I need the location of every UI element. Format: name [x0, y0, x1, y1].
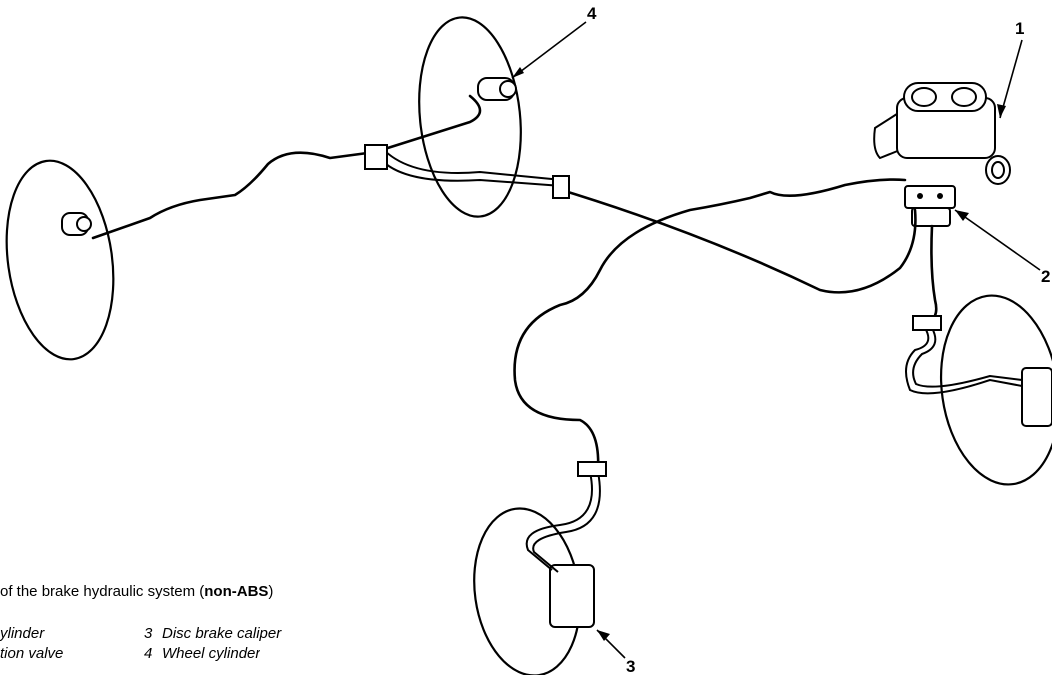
- front-left-wheel: [473, 507, 595, 675]
- legend-right-2-text: Wheel cylinder: [162, 645, 261, 662]
- front-left-hose-bracket: [577, 461, 607, 477]
- legend-left-1-text: ylinder: [0, 625, 45, 642]
- legend-right-1: 3 Disc brake caliper: [144, 625, 281, 642]
- front-left-brake-line: [513, 178, 907, 472]
- front-right-brake-line: [923, 224, 938, 324]
- rear-hose-bracket: [552, 175, 570, 199]
- rear-brake-line: [91, 94, 917, 294]
- rear-tee-block: [364, 144, 388, 170]
- callout-4-wheel-cylinder: 4: [587, 4, 597, 23]
- callout-1-master-cylinder: 1: [1015, 19, 1025, 38]
- legend-left-1: ylinder: [0, 625, 44, 642]
- rear-right-wheel: [418, 16, 522, 218]
- caption-bold: non-ABS: [204, 583, 269, 600]
- caption-open-paren: (: [199, 583, 205, 600]
- front-right-wheel: [939, 294, 1052, 486]
- callout-3-disc-brake-caliper: 3: [626, 657, 636, 676]
- legend-left-2-text: tion valve: [0, 645, 64, 662]
- master-cylinder: [873, 82, 1011, 185]
- front-right-hose-bracket: [912, 315, 942, 331]
- caption-close-paren: ): [268, 583, 274, 600]
- front-left-hose: [525, 471, 601, 573]
- rear-left-wheel: [5, 159, 115, 361]
- caption-text: of the brake hydraulic system: [0, 583, 200, 600]
- legend-right-1-num: 3: [144, 625, 153, 642]
- callout-2-combination-valve: 2: [1041, 267, 1051, 286]
- leader-lines: [511, 21, 1041, 659]
- front-right-hose: [905, 327, 1023, 395]
- combination-valve: [904, 185, 956, 227]
- legend-right-1-text: Disc brake caliper: [162, 625, 282, 642]
- figure-caption: of the brake hydraulic system (non-ABS): [0, 583, 273, 600]
- legend-left-2: tion valve: [0, 645, 63, 675]
- legend-right-2-num: 4: [144, 645, 153, 662]
- front-right-caliper: [1021, 367, 1052, 427]
- disc-brake-caliper: [549, 564, 595, 628]
- legend-right-2: 4 Wheel cylinder: [144, 645, 260, 675]
